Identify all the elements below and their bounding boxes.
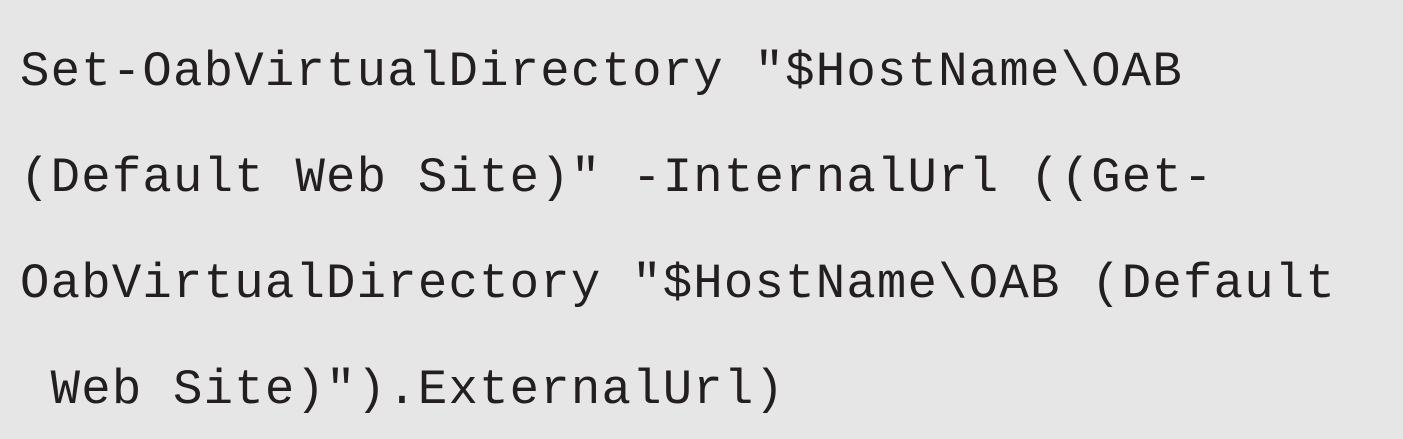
code-line-2: (Default Web Site)" -InternalUrl ((Get- bbox=[20, 150, 1214, 206]
code-line-1: Set-OabVirtualDirectory "$HostName\OAB bbox=[20, 44, 1183, 100]
code-line-3: OabVirtualDirectory "$HostName\OAB (Defa… bbox=[20, 256, 1337, 312]
code-line-4: Web Site)").ExternalUrl) bbox=[20, 362, 786, 418]
